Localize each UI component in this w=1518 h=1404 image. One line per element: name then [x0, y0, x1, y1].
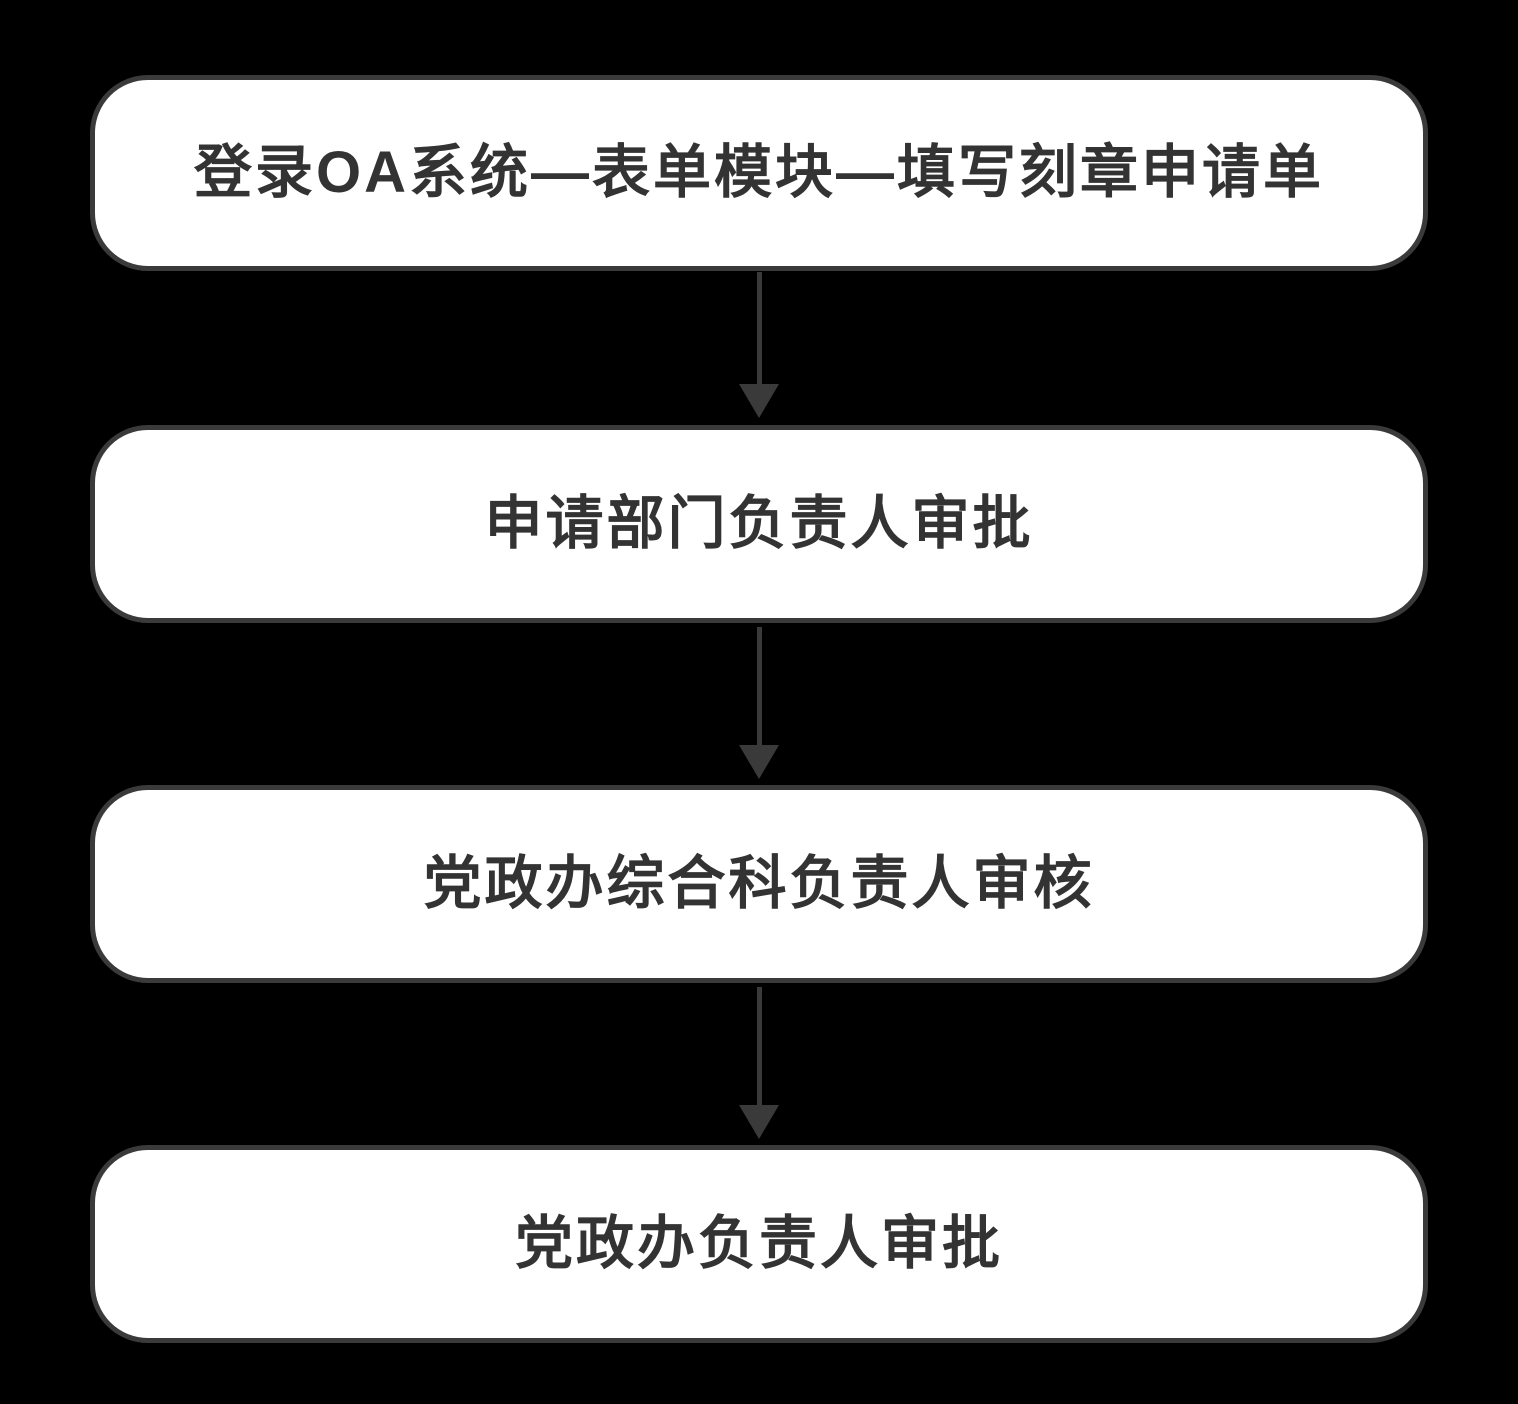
flow-arrow-2: [737, 627, 781, 779]
arrow-line: [756, 627, 762, 745]
arrow-down-icon: [739, 1105, 779, 1139]
flow-node-step-3-label: 党政办综合科负责人审核: [423, 851, 1095, 917]
flow-arrow-1: [737, 272, 781, 418]
arrow-line: [756, 987, 762, 1105]
flow-arrow-3: [737, 987, 781, 1139]
arrow-line: [756, 272, 762, 384]
flow-node-step-2-label: 申请部门负责人审批: [484, 491, 1034, 557]
flow-node-step-2: 申请部门负责人审批: [90, 425, 1428, 623]
flow-node-step-1: 登录OA系统—表单模块—填写刻章申请单: [90, 75, 1428, 271]
arrow-down-icon: [739, 745, 779, 779]
arrow-down-icon: [739, 384, 779, 418]
flow-node-step-1-label: 登录OA系统—表单模块—填写刻章申请单: [193, 140, 1324, 206]
flow-node-step-4: 党政办负责人审批: [90, 1145, 1428, 1343]
flow-node-step-3: 党政办综合科负责人审核: [90, 785, 1428, 983]
flow-node-step-4-label: 党政办负责人审批: [514, 1211, 1003, 1277]
